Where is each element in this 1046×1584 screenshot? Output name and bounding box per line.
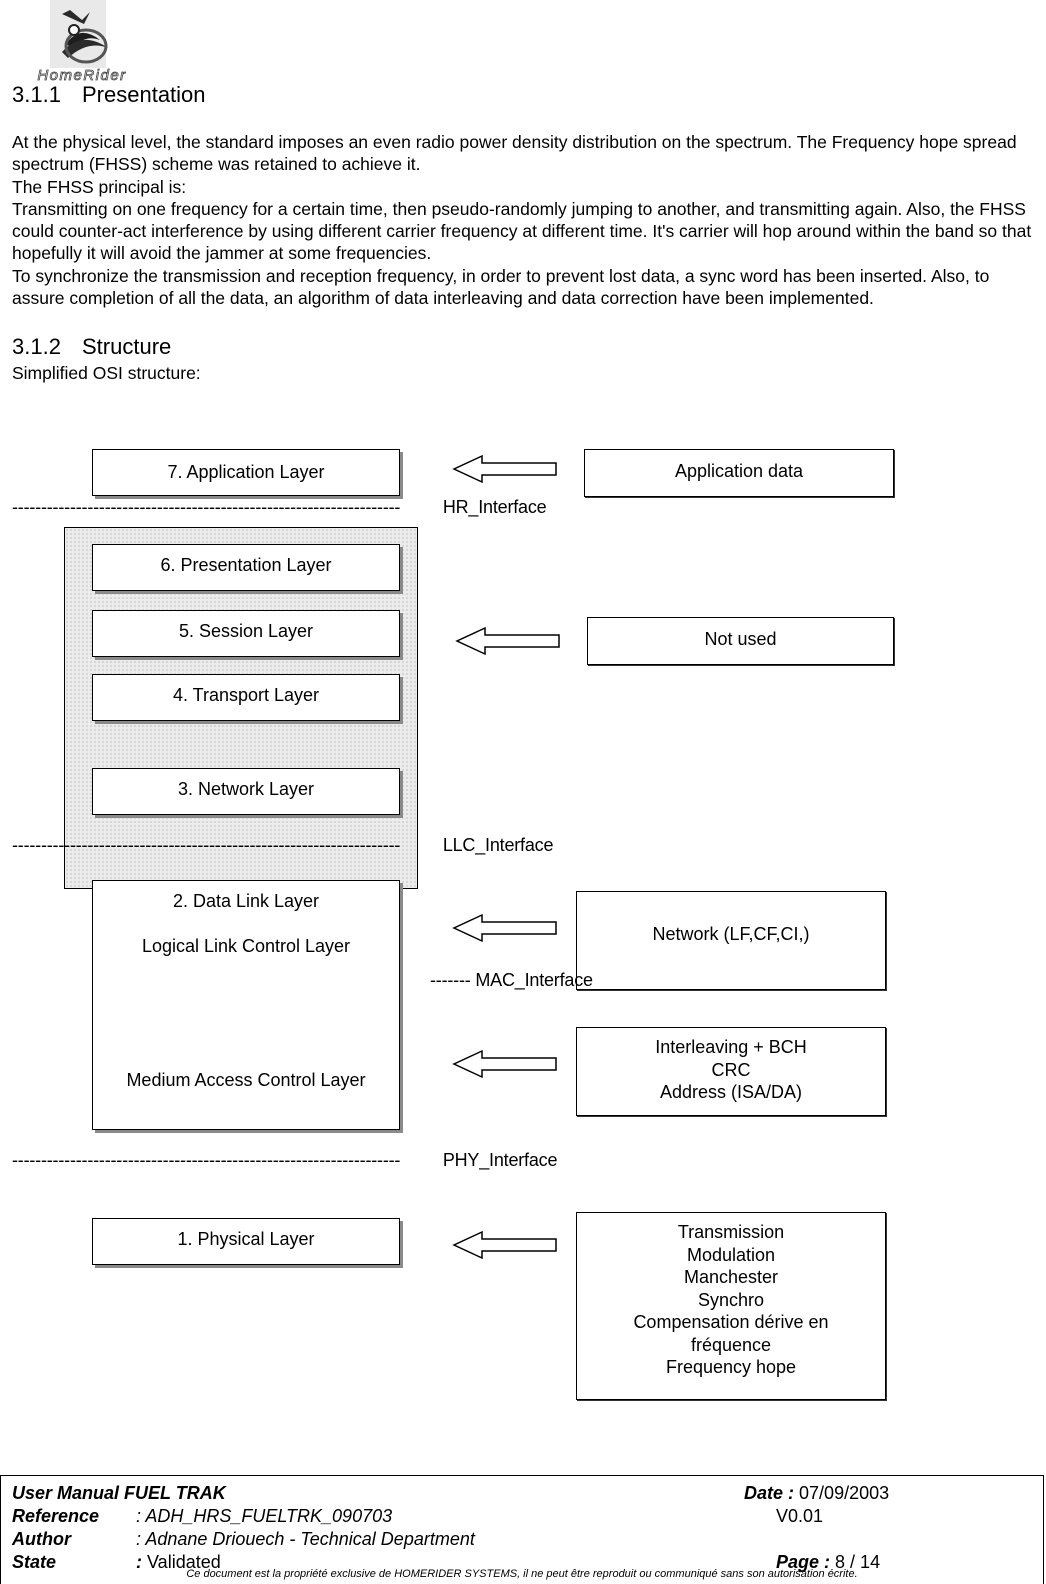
section-number: 3.1.1: [12, 82, 61, 107]
phy-field-line: Transmission: [677, 1222, 785, 1242]
paragraph: The FHSS principal is:: [12, 176, 187, 197]
document-footer: [0, 1475, 1044, 1584]
dash-rule: ----------------------------------------…: [12, 497, 401, 517]
footer-reference: Reference : ADH_HRS_FUELTRK_090703: [12, 1506, 392, 1527]
arrow-network: [452, 913, 560, 943]
mac-interface-label: MAC_Interface: [475, 970, 593, 990]
arrow-mac: [452, 1049, 560, 1079]
svg-text:HomeRider: HomeRider: [37, 67, 126, 82]
llc-sublayer-label: Logical Link Control Layer: [141, 936, 351, 956]
llc-interface-label: LLC_Interface: [442, 835, 554, 855]
footer-date: Date : 07/09/2003: [744, 1483, 889, 1504]
phy-interface-line: ----------------------------------------…: [12, 1150, 557, 1171]
not-used-box: Not used: [587, 617, 894, 665]
footer-state: State: Validated: [12, 1552, 221, 1573]
llc-interface-line: ----------------------------------------…: [12, 835, 553, 856]
page-value: 8 / 14: [835, 1552, 881, 1572]
section-heading-presentation: 3.1.1 Presentation: [12, 82, 206, 108]
presentation-body: At the physical level, the standard impo…: [12, 131, 1037, 309]
author-label: Author: [12, 1529, 71, 1549]
page-label: Page :: [776, 1552, 831, 1572]
footer-manual-title: User Manual FUEL TRAK: [12, 1483, 226, 1503]
data-link-title: 2. Data Link Layer: [172, 891, 320, 911]
transport-layer-box: 4. Transport Layer: [92, 674, 400, 721]
paragraph: Transmitting on one frequency for a cert…: [12, 198, 1032, 264]
paragraph: To synchronize the transmission and rece…: [12, 265, 990, 309]
phy-fields-box: Transmission Modulation Manchester Synch…: [576, 1212, 886, 1400]
hr-interface-line: ----------------------------------------…: [12, 497, 547, 518]
date-value: 07/09/2003: [799, 1483, 890, 1503]
mac-fields-box: Interleaving + BCH CRC Address (ISA/DA): [576, 1027, 886, 1116]
presentation-layer-box: 6. Presentation Layer: [92, 544, 400, 591]
session-layer-box: 5. Session Layer: [92, 610, 400, 657]
arrow-not-used: [455, 626, 563, 656]
left-arrow-icon: [452, 1230, 557, 1260]
left-arrow-icon: [455, 626, 560, 656]
application-layer-box: 7. Application Layer: [92, 449, 400, 496]
mac-field-line: Address (ISA/DA): [659, 1082, 803, 1102]
reference-value: : ADH_HRS_FUELTRK_090703: [136, 1506, 393, 1526]
section-heading-structure: 3.1.2 Structure: [12, 334, 171, 360]
network-fields-box: Network (LF,CF,CI,): [576, 891, 886, 990]
phy-field-line: Modulation: [686, 1244, 776, 1265]
dash-rule: ----------------------------------------…: [12, 835, 401, 855]
left-arrow-icon: [452, 1049, 557, 1079]
section-number: 3.1.2: [12, 334, 61, 359]
phy-interface-label: PHY_Interface: [442, 1150, 558, 1170]
mac-field-line: Interleaving + BCH: [655, 1037, 807, 1057]
network-layer-box: 3. Network Layer: [92, 768, 400, 815]
homerider-logo: HomeRider: [10, 0, 154, 84]
physical-layer-box: 1. Physical Layer: [92, 1218, 400, 1265]
mac-interface-line: ------- MAC_Interface: [430, 970, 593, 991]
reference-label: Reference: [12, 1506, 100, 1526]
phy-field-line: Frequency hope: [665, 1357, 797, 1377]
author-value: : Adnane Driouech - Technical Department: [136, 1529, 475, 1549]
dash-rule: -------: [430, 970, 471, 990]
section-title: Presentation: [82, 82, 206, 107]
date-label: Date :: [744, 1483, 795, 1503]
mac-sublayer-label: Medium Access Control Layer: [126, 1070, 366, 1090]
homerider-logo-icon: HomeRider: [37, 0, 126, 84]
footer-author: Author : Adnane Driouech - Technical Depa…: [12, 1529, 475, 1550]
structure-intro: Simplified OSI structure:: [12, 363, 201, 383]
state-label: State: [12, 1552, 57, 1572]
left-arrow-icon: [452, 454, 557, 484]
data-link-layer-box: 2. Data Link Layer Logical Link Control …: [92, 880, 400, 1130]
phy-field-line: Synchro: [697, 1289, 765, 1310]
state-colon: :: [136, 1552, 142, 1572]
footer-version: V0.01: [776, 1506, 824, 1526]
hr-interface-label: HR_Interface: [442, 497, 547, 517]
footer-page: Page : 8 / 14: [776, 1552, 880, 1573]
phy-field-line: fréquence: [690, 1334, 772, 1355]
left-arrow-icon: [452, 913, 557, 943]
phy-field-line: Compensation dérive en: [633, 1312, 829, 1332]
arrow-phy: [452, 1230, 560, 1260]
dash-rule: ----------------------------------------…: [12, 1150, 401, 1170]
arrow-application: [452, 454, 560, 484]
phy-field-line: Manchester: [683, 1267, 779, 1287]
footer-disclaimer: Ce document est la propriété exclusive d…: [186, 1568, 858, 1580]
section-title: Structure: [82, 334, 172, 359]
paragraph: At the physical level, the standard impo…: [12, 132, 1017, 175]
state-value: Validated: [147, 1552, 221, 1572]
mac-field-line: CRC: [711, 1059, 751, 1080]
application-data-box: Application data: [584, 449, 894, 497]
